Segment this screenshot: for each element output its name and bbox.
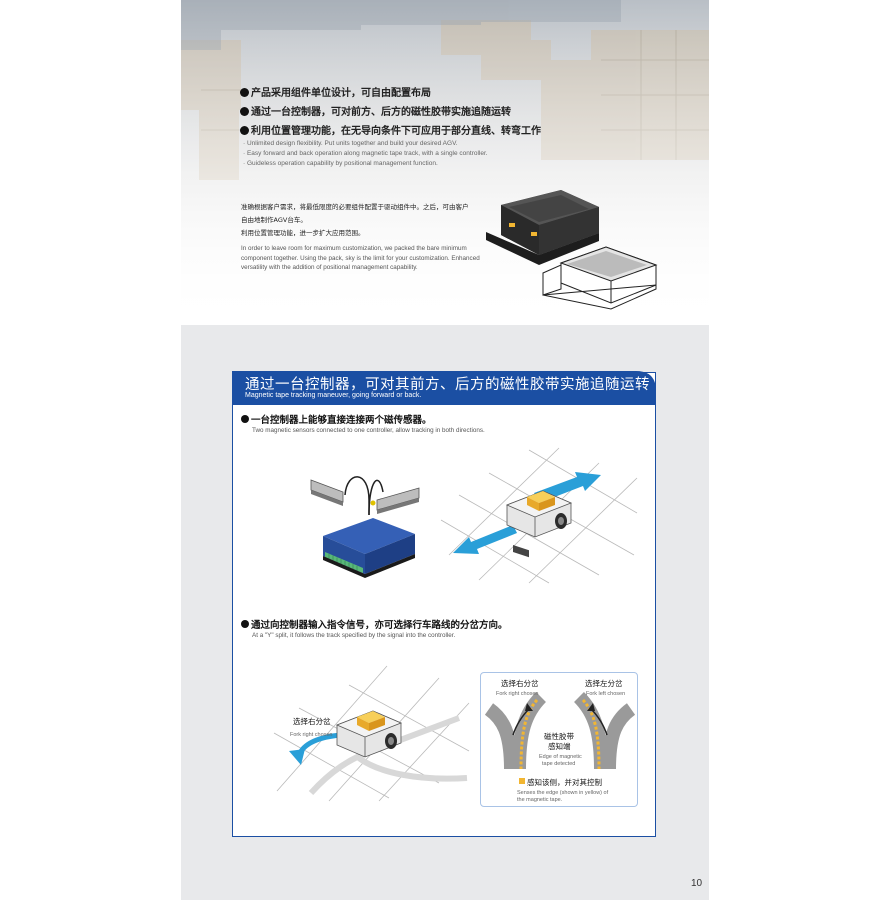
warehouse-background: [181, 0, 709, 325]
bullet-dot-icon: [240, 88, 249, 97]
description-english: In order to leave room for maximum custo…: [241, 245, 480, 271]
edge-label-line1: 磁性胶带: [544, 732, 574, 741]
edge-label-line2: 感知端: [548, 742, 571, 751]
fork-detail-box: 选择右分岔 Fork right chosen 选择左分岔 Fork left …: [480, 672, 638, 807]
section-subtitle: Magnetic tape tracking maneuver, going f…: [245, 392, 422, 399]
item-subtext: Two magnetic sensors connected to one co…: [252, 427, 485, 434]
english-note: · Guideless operation capability by posi…: [243, 160, 438, 167]
page-number: 10: [691, 878, 703, 889]
controller-sensors-illustration: [310, 476, 420, 578]
bullet-dot-icon: [241, 620, 249, 628]
edge-label-en-line1: Edge of magnetic: [539, 754, 582, 760]
fork-tape-diagram: [484, 692, 636, 784]
feature-bullet: 利用位置管理功能，在无导向条件下可应用于部分直线、转弯工作: [240, 122, 541, 141]
fork-left-title: 选择左分岔: [585, 679, 623, 688]
agv-fork-illustration: [273, 665, 470, 802]
sense-label-en-line1: Senses the edge (shown in yellow) of: [517, 790, 609, 796]
item-heading: 一台控制器上能够直接连接两个磁传感器。: [241, 412, 432, 426]
fork-right-label-en: Fork right chosen: [290, 732, 333, 738]
hero-section: 产品采用组件单位设计，可自由配置布局 通过一台控制器，可对前方、后方的磁性胶带实…: [181, 0, 709, 325]
section-banner: 通过一台控制器，可对其前方、后方的磁性胶带实施追随运转 Magnetic tap…: [232, 371, 656, 405]
brochure-page: 产品采用组件单位设计，可自由配置布局 通过一台控制器，可对前方、后方的磁性胶带实…: [181, 0, 709, 900]
description-chinese: 准确根据客户需求，将最低限度的必要组件配置于驱动组件中。之后，可由客户 自由地制…: [241, 203, 469, 237]
bullet-dot-icon: [240, 126, 249, 135]
drive-unit-illustration: [486, 190, 658, 310]
banner-shape: [232, 371, 656, 405]
feature-bullet: 通过一台控制器，可对前方、后方的磁性胶带实施追随运转: [240, 103, 541, 122]
english-note: · Easy forward and back operation along …: [243, 150, 488, 157]
agv-two-way-tracking-illustration: [440, 447, 638, 584]
english-notes: · Unlimited design flexibility. Put unit…: [243, 139, 488, 169]
item-heading: 通过向控制器输入指令信号，亦可选择行车路线的分岔方向。: [241, 617, 508, 631]
feature-bullets: 产品采用组件单位设计，可自由配置布局 通过一台控制器，可对前方、后方的磁性胶带实…: [240, 84, 541, 141]
section-title: 通过一台控制器，可对其前方、后方的磁性胶带实施追随运转: [245, 377, 650, 393]
english-note: · Unlimited design flexibility. Put unit…: [243, 140, 458, 147]
sense-label: 感知该侧，并对其控制: [527, 778, 602, 787]
item-subtext: At a "Y" split, it follows the track spe…: [252, 632, 456, 639]
fork-left-title-en: Fork left chosen: [586, 691, 626, 697]
edge-label-en-line2: tape detected: [542, 761, 576, 767]
fork-right-title: 选择右分岔: [501, 679, 539, 688]
bullet-dot-icon: [241, 415, 249, 423]
sense-label-en-line2: the magnetic tape.: [517, 797, 563, 803]
fork-right-title-en: Fork right chosen: [496, 691, 539, 697]
fork-right-label: 选择右分岔: [293, 717, 331, 726]
feature-bullet: 产品采用组件单位设计，可自由配置布局: [240, 84, 541, 103]
bullet-dot-icon: [240, 107, 249, 116]
